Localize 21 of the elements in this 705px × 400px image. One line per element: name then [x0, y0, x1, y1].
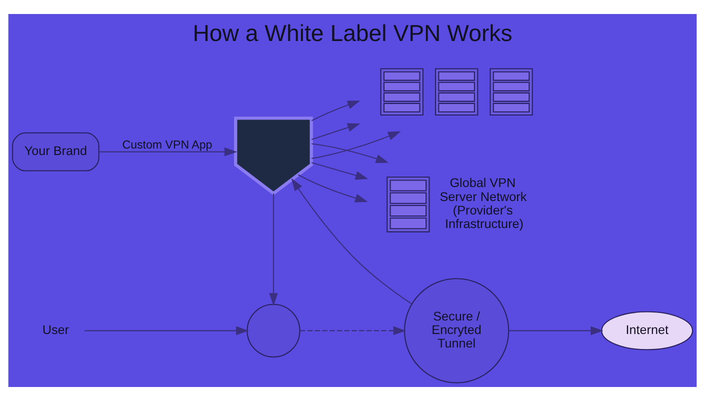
arrow [311, 122, 360, 140]
arrow [312, 142, 389, 162]
node-text: User [42, 322, 70, 336]
node-circle [246, 303, 300, 358]
node-picture [234, 116, 313, 195]
node-ellipse: Internet [601, 310, 694, 350]
arrow [509, 326, 604, 335]
arrow [98, 146, 238, 156]
arrow [312, 130, 401, 158]
diagram-title: How a White Label VPN Works [192, 19, 512, 46]
arrow [311, 100, 360, 121]
arrow [84, 326, 249, 335]
node-circle: Secure / Encryted Tunnel [404, 278, 510, 383]
arrow [300, 326, 406, 335]
node-label: Global VPN Server Network (Provider's Infrastructure) [440, 176, 527, 231]
arrow [291, 178, 412, 304]
arrow [269, 193, 278, 306]
edge-label: Custom VPN App [122, 138, 212, 151]
node-box: Your Brand [12, 132, 100, 171]
arrow [311, 162, 368, 180]
arrow [298, 174, 368, 202]
